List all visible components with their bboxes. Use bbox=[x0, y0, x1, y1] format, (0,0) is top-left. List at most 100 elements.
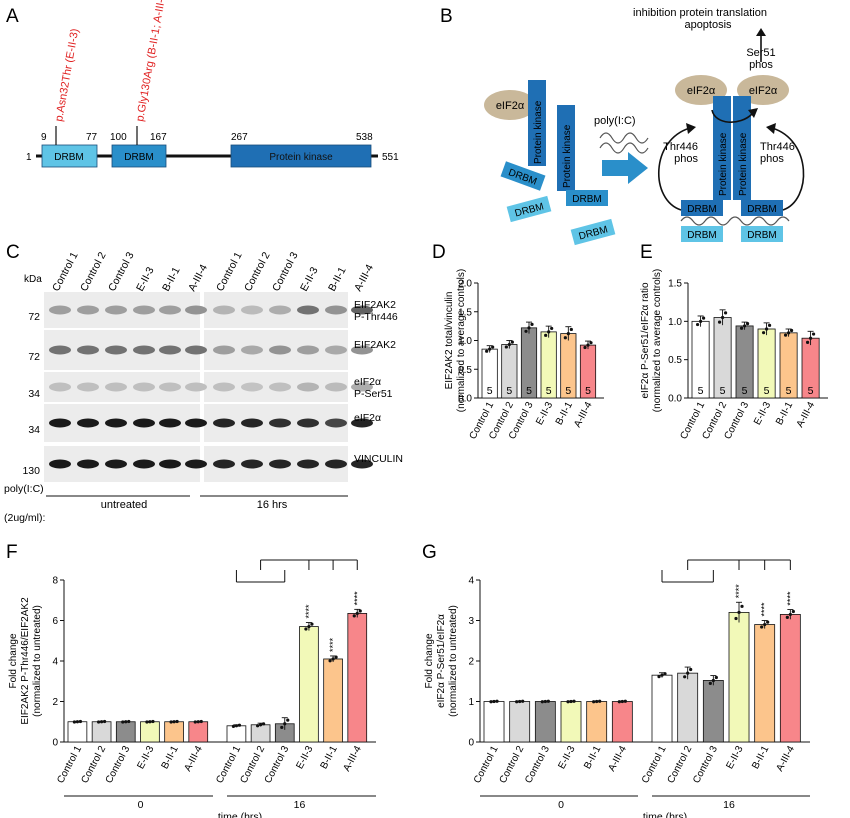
lane-label: E-II-3 bbox=[134, 265, 157, 293]
data-point bbox=[169, 720, 173, 724]
blot-band bbox=[351, 345, 373, 355]
bar bbox=[299, 626, 319, 743]
eif2a-label-mid: eIF2α bbox=[687, 85, 716, 97]
blot-band bbox=[77, 382, 99, 392]
y-tick-label: 6 bbox=[52, 616, 58, 627]
end-residue: 551 bbox=[382, 152, 399, 163]
data-point bbox=[75, 720, 80, 724]
band-label: eIF2α bbox=[354, 412, 381, 424]
x-tick-label: E-II-3 bbox=[724, 744, 745, 771]
blot-band bbox=[213, 418, 235, 428]
data-point bbox=[121, 720, 125, 724]
outcome-text-1: inhibition protein translation bbox=[633, 7, 767, 19]
n-label: 5 bbox=[487, 385, 493, 397]
blot-band bbox=[241, 418, 263, 428]
autophos-arrow-left bbox=[658, 127, 691, 211]
kinase-domain bbox=[230, 144, 372, 168]
data-point bbox=[714, 675, 718, 680]
blot-band bbox=[325, 418, 347, 428]
n-label: 5 bbox=[585, 385, 591, 397]
data-point bbox=[258, 723, 263, 727]
drbm2-end: 167 bbox=[150, 132, 167, 143]
domain-diagram: 1 551 DRBM 9 77 DRBM 100 167 Protein kin… bbox=[26, 0, 399, 168]
x-axis-label: time (hrs) bbox=[643, 811, 687, 818]
data-point bbox=[78, 719, 83, 724]
data-point bbox=[598, 699, 602, 703]
drbm-box-4 bbox=[570, 218, 616, 246]
data-point bbox=[307, 624, 311, 629]
data-point bbox=[310, 622, 314, 626]
treatment-label-unit: (2ug/ml): bbox=[4, 512, 45, 524]
data-point bbox=[783, 333, 788, 337]
blot-band bbox=[105, 305, 127, 315]
blot-band bbox=[297, 382, 319, 392]
eif2a-label-right: eIF2α bbox=[749, 85, 778, 97]
y-axis-label: EIF2AK2 P-Thr446/EIF2AK2 bbox=[20, 597, 31, 725]
blot-band bbox=[133, 305, 155, 315]
data-point bbox=[175, 719, 179, 724]
n-label: 5 bbox=[720, 385, 726, 397]
data-point bbox=[663, 672, 667, 676]
data-point bbox=[657, 675, 661, 679]
blot-band bbox=[49, 382, 71, 392]
lane-label: Control 2 bbox=[242, 250, 273, 293]
data-point bbox=[767, 323, 772, 327]
data-point bbox=[695, 322, 700, 327]
significance-label: **** bbox=[734, 584, 744, 599]
thr446-left: Thr446 bbox=[663, 141, 698, 153]
data-point bbox=[808, 336, 813, 340]
data-point bbox=[286, 718, 290, 722]
y-tick-label: 0.0 bbox=[458, 394, 472, 405]
lane-label: E-II-3 bbox=[298, 265, 321, 293]
data-point bbox=[660, 673, 664, 677]
data-point bbox=[495, 699, 499, 703]
bar bbox=[779, 614, 801, 743]
data-point bbox=[689, 667, 693, 672]
bar bbox=[651, 674, 673, 743]
mw-marker: 34 bbox=[28, 424, 40, 436]
x-tick-label: Control 1 bbox=[472, 744, 501, 785]
drbm2-domain bbox=[111, 144, 167, 168]
panel-letter-g: G bbox=[422, 542, 437, 563]
data-point bbox=[566, 332, 570, 336]
blot-band bbox=[325, 345, 347, 355]
x-tick-label: E-II-3 bbox=[294, 744, 315, 771]
eif2a-ellipse-left bbox=[484, 90, 536, 120]
data-point bbox=[492, 699, 496, 704]
blot-band bbox=[241, 305, 263, 315]
blot-band bbox=[49, 459, 71, 469]
y-tick-label: 0.0 bbox=[668, 394, 682, 405]
bar bbox=[347, 613, 368, 743]
data-point bbox=[546, 699, 550, 703]
data-point bbox=[283, 722, 287, 726]
x-tick-label: Control 2 bbox=[666, 744, 695, 785]
data-point bbox=[355, 611, 359, 616]
drbm1-start: 9 bbox=[41, 132, 47, 143]
time-label: 0 bbox=[558, 799, 564, 811]
dimer-drbm-4-label: DRBM bbox=[747, 230, 776, 241]
data-point bbox=[786, 331, 791, 335]
y-tick-label: 2 bbox=[52, 697, 58, 708]
blot-band bbox=[351, 382, 373, 392]
x-tick-label: A-III-4 bbox=[606, 744, 629, 774]
data-point bbox=[586, 343, 590, 347]
data-point bbox=[540, 700, 544, 704]
data-point bbox=[524, 329, 528, 333]
data-point bbox=[148, 720, 152, 724]
kinase-dimer-2-label: Protein kinase bbox=[738, 132, 749, 196]
data-point bbox=[572, 699, 576, 703]
kinase-bar-2-label: Protein kinase bbox=[562, 124, 573, 188]
data-point bbox=[686, 671, 690, 675]
data-point bbox=[521, 699, 525, 703]
data-point bbox=[764, 327, 769, 331]
y-axis-label: eIF2α P-Ser51/eIF2α bbox=[436, 614, 447, 708]
data-point bbox=[280, 725, 284, 730]
data-point bbox=[358, 609, 362, 613]
data-point bbox=[193, 720, 197, 724]
data-point bbox=[745, 322, 750, 326]
treated-label: 16 hrs bbox=[257, 499, 288, 511]
dimer-dsrna bbox=[680, 216, 790, 226]
blot-band bbox=[159, 305, 181, 315]
